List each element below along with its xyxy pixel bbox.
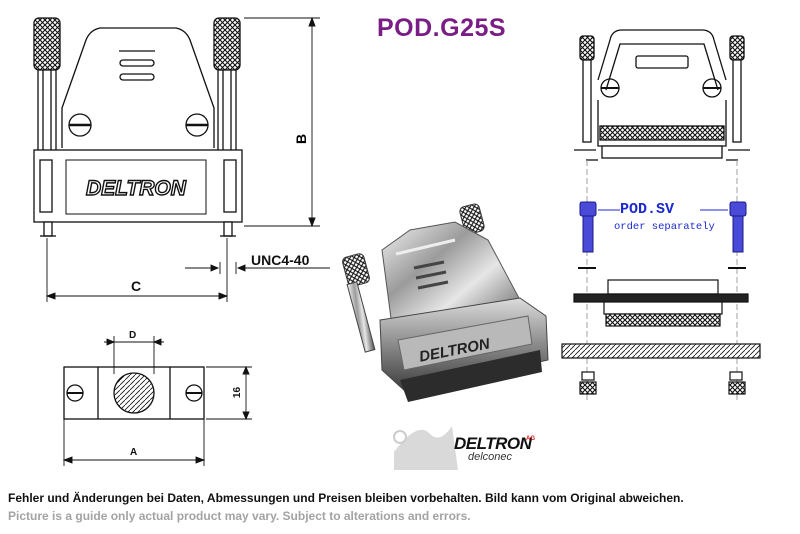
dimension-d-label: D <box>129 330 137 341</box>
bottom-view <box>63 366 205 420</box>
brand-logo-text: DELTRON <box>454 434 532 453</box>
logo-graphic <box>393 426 458 470</box>
shell-brand-label: DELTRON <box>86 177 187 200</box>
brand-logo-suffix: AG <box>526 436 535 442</box>
exploded-parts <box>561 267 761 395</box>
dimension-b-label: B <box>293 134 309 144</box>
accessory-code: POD.SV <box>620 201 675 218</box>
side-view <box>574 29 750 161</box>
dimension-16-label: 16 <box>232 386 244 399</box>
right-knurled-knob <box>213 17 241 71</box>
dimension-c <box>45 238 229 302</box>
dimension-16 <box>206 365 252 421</box>
product-title: POD.G25S <box>377 14 507 42</box>
center-lines <box>586 160 738 400</box>
product-photo: DELTRON <box>342 203 549 402</box>
brand-logo-sub: delconec <box>468 451 513 463</box>
accessory-note: order separately <box>614 221 715 233</box>
thread-label: UNC4-40 <box>251 252 310 268</box>
dimension-d <box>104 336 164 374</box>
pod-sv-screws <box>579 201 747 253</box>
left-knurled-knob <box>33 17 61 71</box>
front-view <box>33 17 243 237</box>
footer-disclaimer-german: Fehler und Änderungen bei Daten, Abmessu… <box>8 491 684 505</box>
footer-disclaimer-english: Picture is a guide only actual product m… <box>8 509 471 523</box>
dimension-a-label: A <box>130 447 138 458</box>
dimension-c-label: C <box>131 278 142 294</box>
dimension-a <box>62 419 206 466</box>
thread-dimension <box>185 262 330 274</box>
dimension-b <box>244 16 320 228</box>
